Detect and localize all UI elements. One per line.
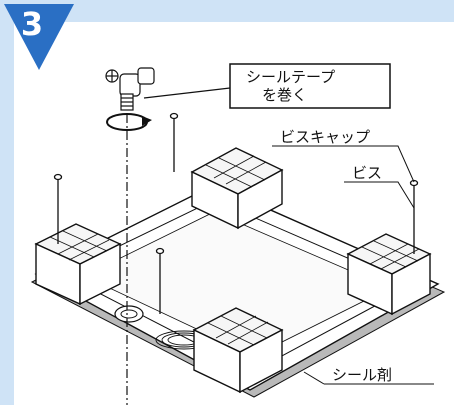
step-badge [4, 4, 74, 70]
screw-rear-center [169, 112, 179, 172]
leg-pad-right [346, 233, 432, 316]
drain-hole [114, 305, 144, 323]
screw-cap-leader [272, 145, 415, 183]
screw-leader [344, 181, 415, 209]
screw-right [409, 179, 419, 254]
sealant-label: シール剤 [332, 366, 393, 384]
leg-pad-rear [190, 147, 284, 230]
installation-diagram [30, 63, 446, 405]
screw-cap-label: ビスキャップ [280, 128, 371, 146]
faucet-icon [105, 67, 155, 111]
step-number: 3 [20, 5, 44, 43]
leg-pad-front [192, 307, 284, 394]
seal-tape-label-line1: シールテープ [246, 68, 336, 86]
clockwise-rotation-arrow-icon [106, 113, 152, 131]
side-band [0, 22, 14, 405]
seal-tape-leader [143, 87, 231, 99]
screw-left [53, 173, 63, 244]
leg-pad-left [34, 223, 122, 306]
header-band [0, 0, 454, 22]
seal-tape-callout-box [229, 63, 391, 109]
seal-tape-label-line2: を巻く [262, 86, 308, 104]
screw-front [155, 247, 165, 314]
screw-label: ビス [352, 164, 383, 182]
